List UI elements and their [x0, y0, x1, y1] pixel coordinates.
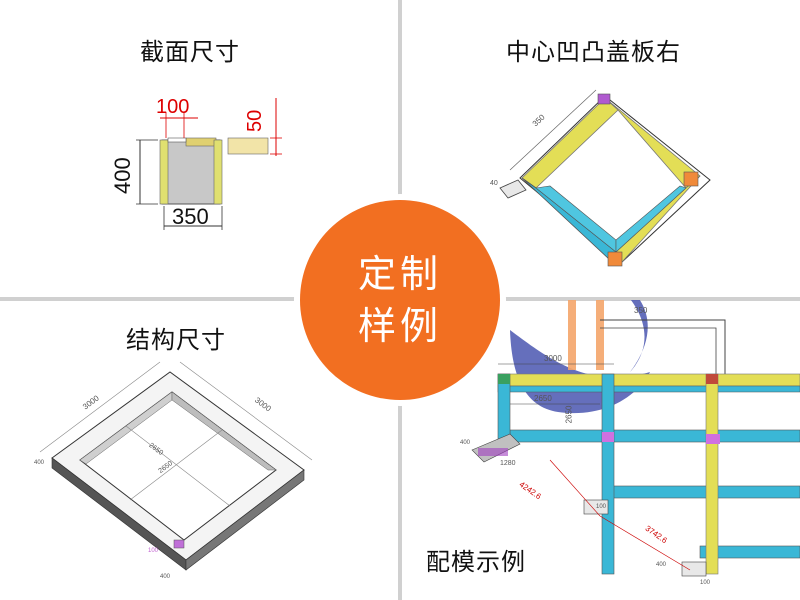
mold-dim-d1: 3000 — [544, 354, 562, 363]
center-badge: 定制 样例 — [300, 200, 500, 400]
mold-dim-d8: 100 — [596, 504, 607, 510]
cover-drawing — [499, 89, 711, 267]
structure-quadrant: 结构尺寸 3000 3000 2650 2650 400 400 100 — [0, 300, 400, 600]
mold-drawing — [471, 300, 800, 577]
cover-title: 中心凹凸盖板右 — [506, 38, 681, 66]
section-quadrant: 截面尺寸 100 50 400 350 — [0, 0, 400, 300]
mold-dim-d9: 400 — [656, 562, 667, 568]
structure-corner2: 400 — [160, 574, 171, 580]
structure-corner1: 400 — [34, 460, 45, 466]
badge-line1: 定制 — [357, 252, 442, 296]
mold-dim-d10: 100 — [700, 580, 711, 586]
dim-side-small: 50 — [244, 109, 266, 132]
mold-dim-top: 350 — [634, 306, 648, 315]
structure-title: 结构尺寸 — [126, 326, 226, 354]
mold-dim-d4: 1280 — [500, 460, 516, 467]
cover-small-dim: 40 — [490, 180, 498, 187]
dim-top: 100 — [156, 96, 190, 118]
structure-corner3: 100 — [148, 548, 159, 554]
mold-dim-d2: 2650 — [534, 394, 552, 403]
dim-height: 400 — [110, 157, 135, 194]
section-title: 截面尺寸 — [140, 38, 240, 66]
section-drawing — [136, 98, 282, 230]
badge-line2: 样例 — [357, 304, 442, 348]
structure-drawing — [39, 361, 313, 571]
cover-quadrant: 中心凹凸盖板右 350 40 — [400, 0, 800, 300]
mold-title: 配模示例 — [426, 548, 526, 576]
mold-quadrant: 350 3000 2650 2650 1280 4242.6 3742.6 40… — [400, 300, 800, 600]
mold-dim-d7: 400 — [460, 440, 471, 446]
dim-width: 350 — [172, 204, 209, 229]
mold-dim-d3: 2650 — [564, 405, 574, 424]
